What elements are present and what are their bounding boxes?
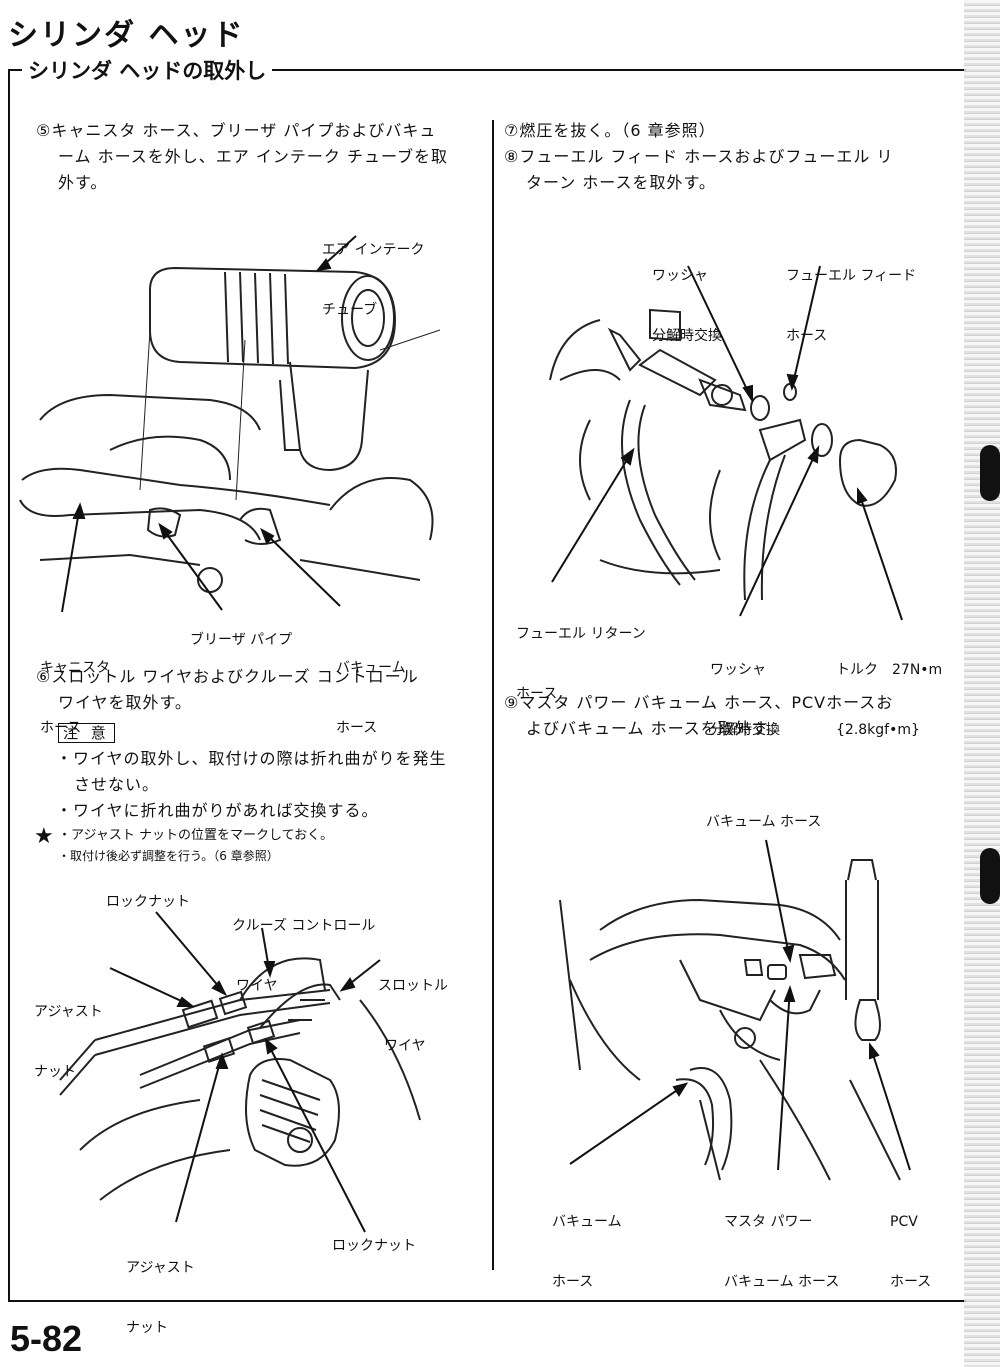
- label-vacuum-hose-top: バキューム ホース: [706, 814, 822, 830]
- label-locknut-top: ロックナット: [106, 894, 190, 910]
- frame-left-rule: [8, 69, 10, 1301]
- scan-edge-texture: [964, 0, 1000, 1367]
- page-title: シリンダ ヘッド: [8, 18, 245, 53]
- label-fuel-feed-hose: フューエル フィード ホース: [786, 268, 917, 344]
- star-icon: ★: [34, 824, 54, 849]
- label-master-power-vacuum-hose: マスタ パワー バキューム ホース: [724, 1214, 840, 1290]
- page-number: 5-82: [10, 1318, 83, 1359]
- star-notes: ・アジャスト ナットの位置をマークしておく。 ・取付け後必ず調整を行う。（6 章…: [58, 828, 334, 863]
- label-adjust-nut-bottom: アジャスト ナット: [126, 1260, 195, 1336]
- step-7-text: ⑦燃圧を抜く。（6 章参照）: [504, 121, 716, 140]
- label-adjust-nut-top: アジャスト ナット: [34, 1004, 103, 1080]
- step-8-text: ⑧フューエル フィード ホースおよびフューエル リ ターン ホースを取外す。: [504, 147, 894, 192]
- label-washer-bottom: ワッシャ 分解時交換: [710, 662, 780, 738]
- label-pcv-hose: PCV ホース: [890, 1214, 932, 1290]
- label-locknut-bottom: ロックナット: [332, 1238, 416, 1254]
- label-torque: トルク 27N•m {2.8kgf•m}: [836, 662, 943, 738]
- label-vacuum-hose-left: バキューム ホース: [552, 1214, 622, 1290]
- label-fuel-return-hose: フューエル リターン ホース: [516, 626, 646, 702]
- caution-list: ・ワイヤの取外し、取付けの際は折れ曲がりを発生 させない。 ・ワイヤに折れ曲がり…: [56, 749, 447, 820]
- label-breather-pipe: ブリーザ パイプ: [190, 632, 293, 648]
- step-6-text: ⑥スロットル ワイヤおよびクルーズ コントロール ワイヤを取外す。: [36, 667, 419, 712]
- label-vacuum-hose-1: バキューム ホース: [336, 660, 406, 736]
- figure-throttle-cable: [59, 911, 421, 1233]
- figure-air-intake: [19, 235, 441, 613]
- label-washer-top: ワッシャ 分解時交換: [652, 268, 722, 344]
- column-divider: [492, 120, 494, 1270]
- binding-hole-top: [980, 445, 1000, 501]
- label-canister-hose: キャニスタ ホース: [40, 660, 110, 736]
- label-throttle-wire: スロットル ワイヤ: [378, 978, 448, 1054]
- binding-hole-bottom: [980, 848, 1000, 904]
- label-air-intake-tube: エア インテーク チューブ: [322, 242, 425, 318]
- figure-vacuum-hose: [559, 839, 911, 1181]
- section-title: シリンダ ヘッドの取外し: [22, 55, 273, 85]
- section-rule: [8, 69, 966, 71]
- caution-label: 注 意: [58, 723, 115, 743]
- figure-fuel-hose: [549, 265, 903, 621]
- step-9-text: ⑨マスタ パワー バキューム ホース、PCVホースお よびバキューム ホースを取…: [504, 693, 894, 738]
- step-5-text: ⑤キャニスタ ホース、ブリーザ パイプおよびバキュ ーム ホースを外し、エア イ…: [36, 121, 449, 192]
- label-cruise-control-wire: クルーズ コントロール ワイヤ: [232, 918, 376, 994]
- frame-bottom-rule: [8, 1300, 966, 1302]
